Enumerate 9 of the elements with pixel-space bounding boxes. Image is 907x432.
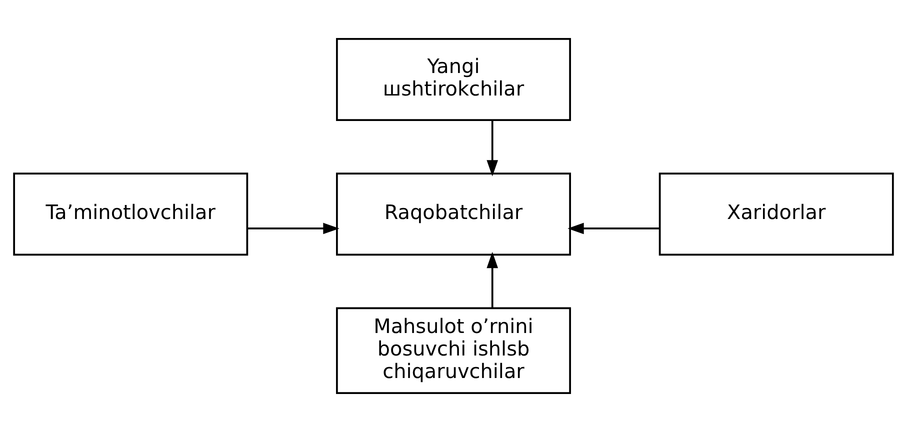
node-box: Yangi шshtirokchilar [336, 38, 571, 121]
arrow [247, 222, 340, 234]
node-box: Mahsulot o’rnini bosuvchi ishlsb chiqaruvchilar [336, 307, 571, 394]
node-box: Ta’minotlovchilar [13, 172, 248, 256]
node-box: Xaridorlar [658, 172, 894, 256]
arrow [486, 252, 498, 308]
arrow [486, 120, 498, 176]
node-box: Raqobatchilar [336, 172, 571, 256]
arrow [568, 222, 660, 234]
